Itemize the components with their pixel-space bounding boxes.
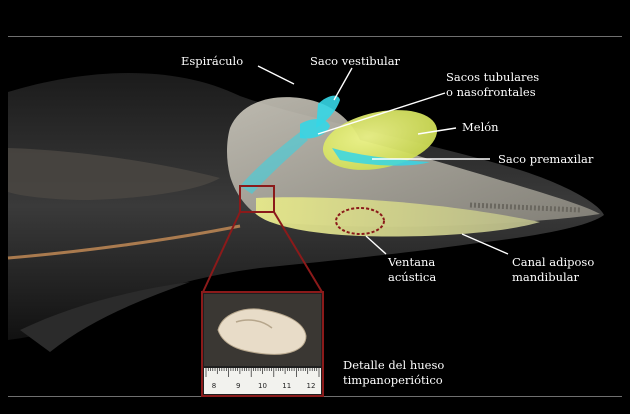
leader-espiraculo bbox=[258, 66, 294, 84]
leader-saco-vestibular bbox=[334, 68, 352, 100]
label-espiraculo: Espiráculo bbox=[181, 54, 243, 68]
label-canal-line2: mandibular bbox=[512, 270, 579, 284]
ruler-number: 12 bbox=[305, 382, 317, 390]
label-sacos-tubulares-line1: Sacos tubulares bbox=[446, 70, 539, 84]
ruler-number: 9 bbox=[232, 382, 244, 390]
ruler-number: 10 bbox=[257, 382, 269, 390]
label-canal-line1: Canal adiposo bbox=[512, 255, 594, 269]
ruler-number: 8 bbox=[208, 382, 220, 390]
label-detalle-line2: timpanoperiótico bbox=[343, 373, 443, 387]
label-sacos-tubulares-line2: o nasofrontales bbox=[446, 85, 536, 99]
label-saco-vestibular: Saco vestibular bbox=[310, 54, 400, 68]
label-saco-premaxilar: Saco premaxilar bbox=[498, 152, 593, 166]
label-ventana-line2: acústica bbox=[388, 270, 436, 284]
label-detalle-line1: Detalle del hueso bbox=[343, 358, 444, 372]
label-melon: Melón bbox=[462, 120, 499, 134]
label-ventana-line1: Ventana bbox=[388, 255, 435, 269]
ruler-number: 11 bbox=[281, 382, 293, 390]
